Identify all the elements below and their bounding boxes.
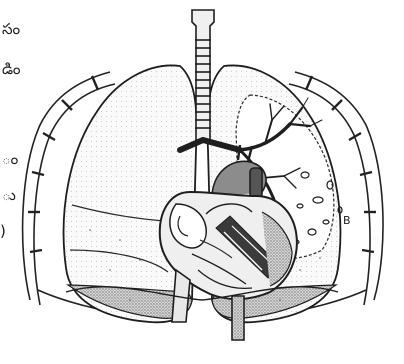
trachea bbox=[192, 10, 214, 140]
inset-label-b: B bbox=[343, 214, 351, 227]
